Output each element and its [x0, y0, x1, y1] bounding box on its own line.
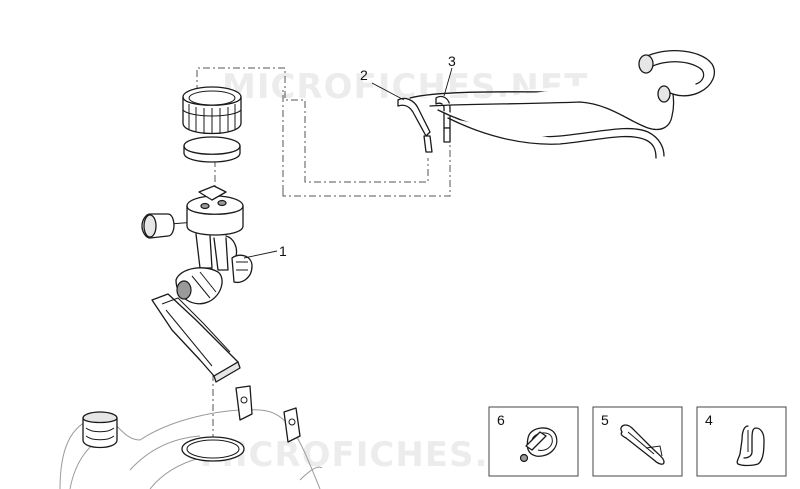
- callout-2: 2: [360, 67, 368, 83]
- inset-box-6: 6: [488, 406, 579, 477]
- fuel-tank: [59, 385, 323, 489]
- callout-3: 3: [448, 53, 456, 69]
- inset-box-4: 4: [696, 406, 787, 477]
- fuel-pump-assembly: [141, 185, 253, 383]
- fuel-hoses: [397, 50, 715, 159]
- seal-ring: [183, 136, 241, 163]
- callout-1: 1: [279, 243, 287, 259]
- callout-5: 5: [601, 412, 609, 428]
- leader-lines: [243, 67, 453, 259]
- inset-box-5: 5: [592, 406, 683, 477]
- callout-4: 4: [705, 412, 713, 428]
- lock-ring: [182, 86, 242, 135]
- callout-6: 6: [497, 412, 505, 428]
